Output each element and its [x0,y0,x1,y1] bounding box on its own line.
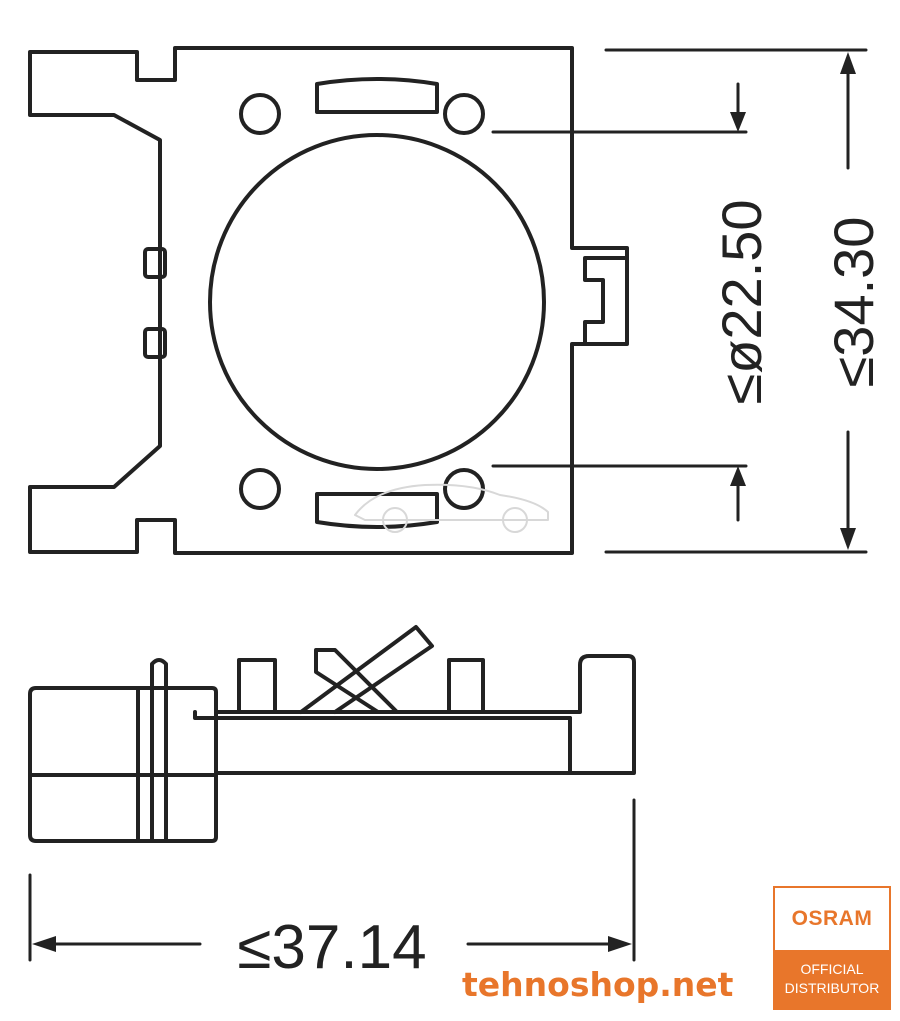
bracket-outline [28,46,629,555]
corner-hole-bottom-left [239,468,281,510]
dimension-height [604,48,868,554]
corner-hole-top-right [443,93,485,135]
dimension-diameter [491,82,748,522]
arrow-diameter-top [730,112,746,132]
badge-caption: OFFICIAL DISTRIBUTOR [775,950,889,1008]
side-rail-step [193,710,572,720]
dimension-label-diameter: ≤ø22.50 [710,199,773,404]
left-notch-upper [143,247,167,279]
badge-line-distributor: DISTRIBUTOR [784,980,880,996]
dimension-label-height: ≤34.30 [822,217,885,388]
side-connector-pin [136,658,168,843]
website-label[interactable]: tehnoshop.net [462,965,734,1004]
side-clip-cross [314,648,399,714]
side-tab-detail [583,256,627,346]
side-post-left [237,658,277,714]
bracket-top-view [28,46,629,555]
dimension-width [28,798,636,962]
side-connector-body [28,686,218,843]
arrow-height-top [840,52,856,74]
bracket-side-view [28,625,636,843]
corner-hole-top-left [239,93,281,135]
brand-logo: OSRAM [791,907,873,930]
watermark-car-icon [354,483,549,533]
arrow-width-right [608,936,632,952]
side-clip-diagonal [299,625,434,714]
arrow-width-left [32,936,56,952]
slot-bottom [315,492,439,529]
dimension-label-width: ≤37.14 [237,913,426,982]
slot-top [315,77,439,114]
arrow-height-bottom [840,528,856,550]
central-bore [208,133,546,471]
side-post-right [447,658,485,714]
left-notch-lower [143,327,167,359]
badge-line-official: OFFICIAL [800,961,864,977]
side-base-rail [214,654,636,775]
arrow-diameter-bottom [730,466,746,486]
distributor-badge: OSRAM OFFICIAL DISTRIBUTOR [773,886,891,1010]
